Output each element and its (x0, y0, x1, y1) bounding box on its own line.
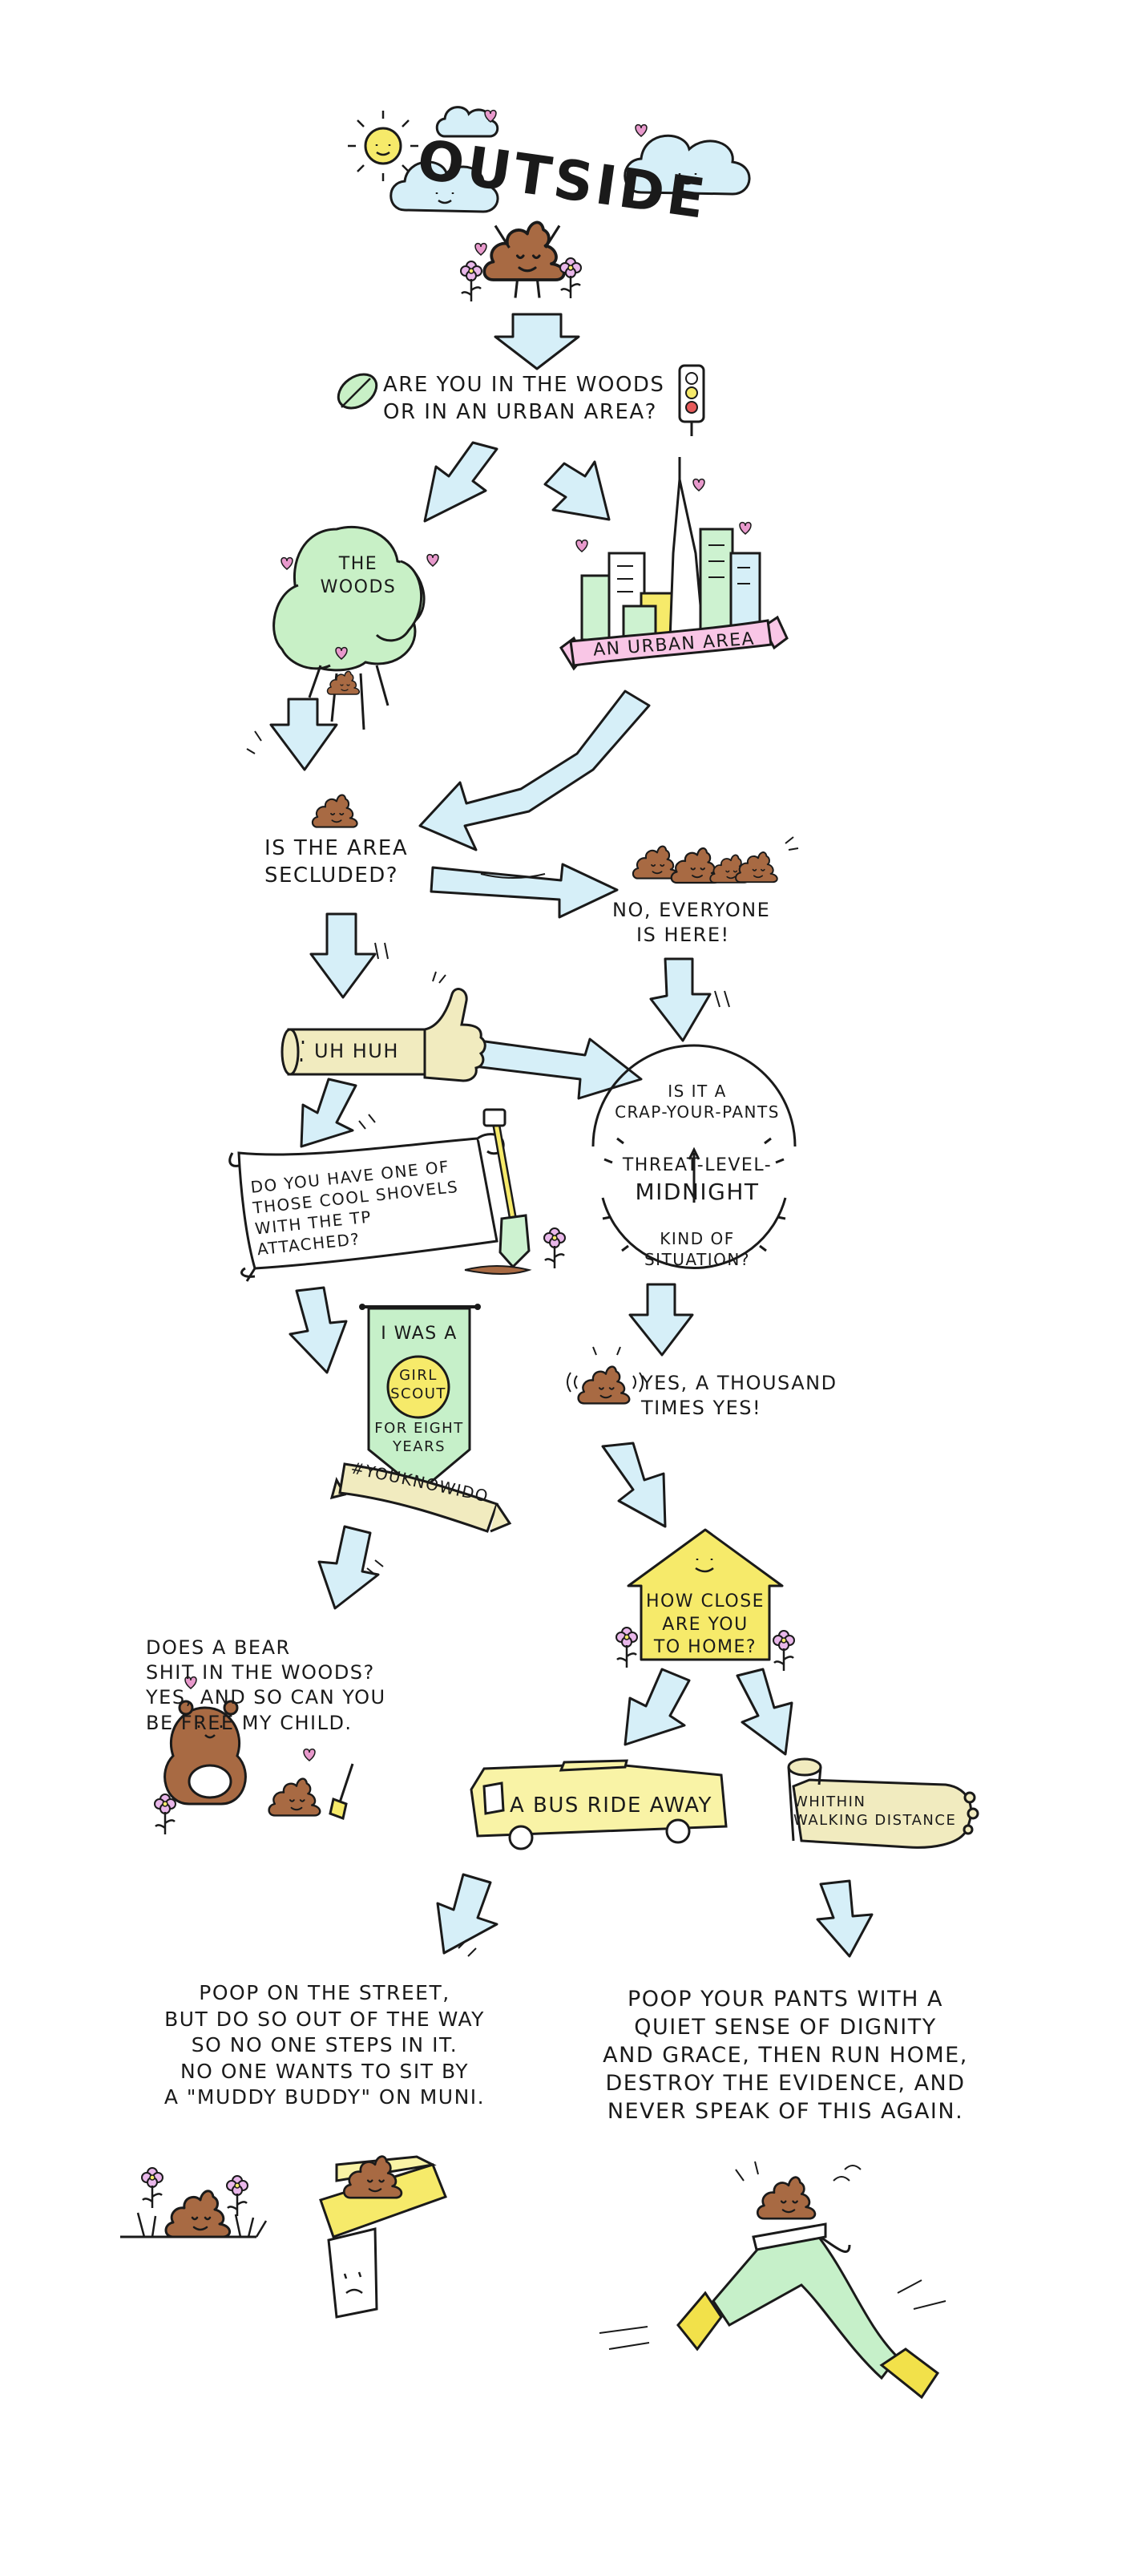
question-line: IS IT A (609, 1081, 785, 1102)
how-close-question: HOW CLOSE ARE YOU TO HOME? (641, 1591, 769, 1660)
question-line: TO HOME? (641, 1636, 769, 1660)
street-outcome: POOP ON THE STREET, BUT DO SO OUT OF THE… (128, 1980, 521, 2111)
yes-thousand-answer: YES, A THOUSAND TIMES YES! (641, 1371, 882, 1421)
girl-scout-top: I WAS A (369, 1323, 470, 1346)
poop-icon (484, 222, 563, 297)
question-line: ARE YOU IN THE WOODS (383, 372, 704, 399)
question-line: MIDNIGHT (609, 1178, 785, 1207)
woods-or-urban-question: ARE YOU IN THE WOODS OR IN AN URBAN AREA… (383, 372, 704, 427)
question-line: KIND OF (609, 1228, 785, 1249)
answer-line: IS HERE! (612, 923, 821, 948)
answer-line: SHIT IN THE WOODS? (146, 1660, 418, 1685)
answer-line: NO, EVERYONE (612, 898, 821, 923)
outcome-line: A "MUDDY BUDDY" ON MUNI. (128, 2085, 521, 2111)
walking-distance-answer: WHITHIN WALKING DISTANCE (793, 1793, 962, 1830)
woods-label: THE WOODS (314, 553, 402, 599)
banner-line: YEARS (369, 1438, 470, 1456)
girl-scout-bottom: FOR EIGHT YEARS (369, 1419, 470, 1457)
answer-line: YES, AND SO CAN YOU (146, 1685, 418, 1710)
question-line: OR IN AN URBAN AREA? (383, 399, 704, 427)
pants-outcome: POOP YOUR PANTS WITH A QUIET SENSE OF DI… (561, 1985, 1010, 2125)
question-line: IS THE AREA (264, 835, 457, 863)
answer-line: BE FREE MY CHILD. (146, 1711, 418, 1736)
answer-line: YES, A THOUSAND (641, 1371, 882, 1396)
question-line: SITUATION? (609, 1249, 785, 1270)
outcome-line: QUIET SENSE OF DIGNITY (561, 2013, 1010, 2041)
outcome-line: POOP YOUR PANTS WITH A (561, 1985, 1010, 2013)
outcome-line: NEVER SPEAK OF THIS AGAIN. (561, 2097, 1010, 2125)
answer-line: WHITHIN (793, 1793, 962, 1811)
city-icon (582, 457, 760, 640)
street-scene (120, 2168, 266, 2237)
answer-line: TIMES YES! (641, 1396, 882, 1421)
secluded-question: IS THE AREA SECLUDED? (264, 835, 457, 890)
running-legs-icon (678, 2224, 938, 2397)
bus-ride-answer: A BUS RIDE AWAY (510, 1793, 726, 1820)
outcome-line: DESTROY THE EVIDENCE, AND (561, 2069, 1010, 2097)
leaf-icon (332, 367, 382, 415)
outcome-line: POOP ON THE STREET, (128, 1980, 521, 2007)
question-line: CRAP-YOUR-PANTS (609, 1102, 785, 1122)
woods-label-line: THE (314, 553, 402, 576)
outcome-line: BUT DO SO OUT OF THE WAY (128, 2007, 521, 2033)
everyone-here-answer: NO, EVERYONE IS HERE! (612, 898, 821, 948)
question-line: THREAT-LEVEL- (609, 1155, 785, 1178)
thumbs-up-icon (282, 989, 485, 1081)
badge-line: GIRL (388, 1366, 449, 1385)
crap-question-bottom: KIND OF SITUATION? (609, 1228, 785, 1270)
outcome-line: NO ONE WANTS TO SIT BY (128, 2059, 521, 2085)
woods-label-line: WOODS (314, 576, 402, 600)
outcome-line: SO NO ONE STEPS IN IT. (128, 2032, 521, 2059)
uh-huh-answer: UH HUH (314, 1039, 426, 1064)
question-line: HOW CLOSE (641, 1591, 769, 1614)
girl-scout-badge: GIRL SCOUT (388, 1366, 449, 1404)
badge-line: SCOUT (388, 1385, 449, 1403)
crap-question-mid: THREAT-LEVEL- MIDNIGHT (609, 1155, 785, 1207)
question-line: SECLUDED? (264, 863, 457, 890)
banner-line: FOR EIGHT (369, 1419, 470, 1438)
bear-answer: DOES A BEAR SHIT IN THE WOODS? YES, AND … (146, 1636, 418, 1736)
answer-line: WALKING DISTANCE (793, 1811, 962, 1830)
crap-question-top: IS IT A CRAP-YOUR-PANTS (609, 1081, 785, 1122)
question-line: ARE YOU (641, 1614, 769, 1637)
outcome-line: AND GRACE, THEN RUN HOME, (561, 2041, 1010, 2069)
answer-line: DOES A BEAR (146, 1636, 418, 1660)
